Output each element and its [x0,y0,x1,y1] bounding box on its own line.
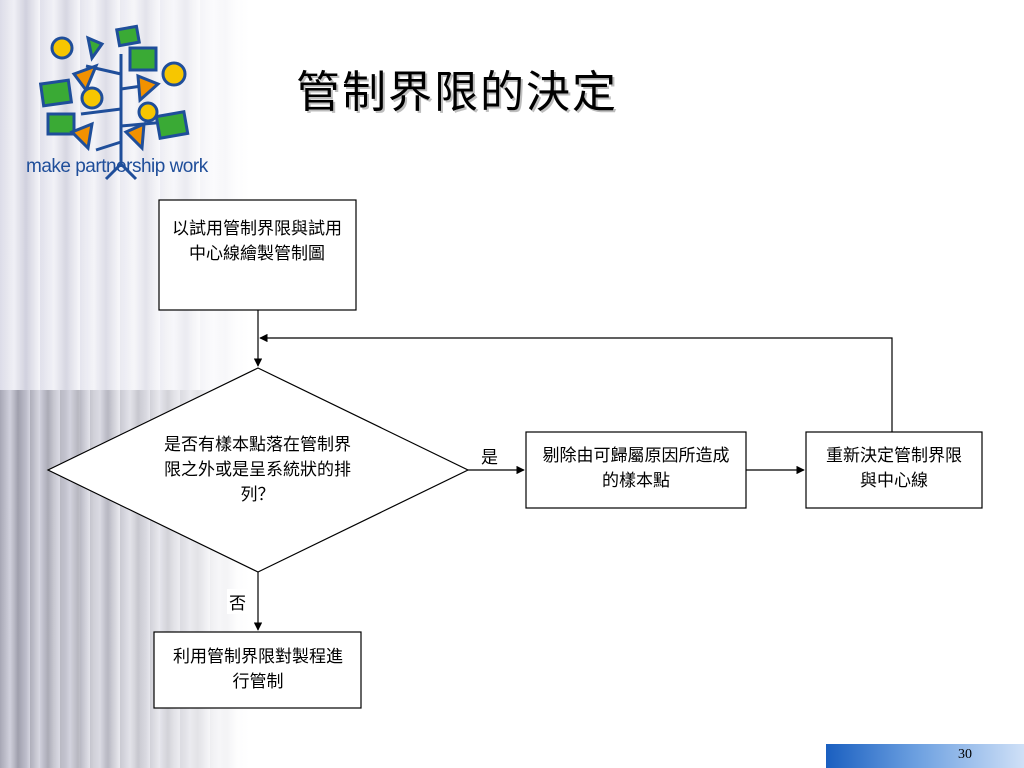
node-recompute-label: 重新決定管制界限與中心線 [826,446,962,491]
node-recompute-box [805,431,983,509]
edge-recompute-loop [259,333,893,432]
yellow-circle-icon [50,36,74,60]
page-number-bar: 30 [826,744,1024,768]
partnership-logo [38,24,190,181]
page-title: 管制界限的決定 [296,67,618,118]
node-remove-label: 剔除由可歸屬原因所造成的樣本點 [542,446,730,491]
node-control-box [153,631,362,709]
yes-label: 是 [479,443,500,468]
node-start-label: 以試用管制界限與試用中心線繪製管制圖 [172,219,342,264]
node-decision-label: 是否有樣本點落在管制界限之外或是呈系統狀的排列？ [164,435,351,505]
page-number: 30 [958,747,972,762]
logo-tagline: make partnership work [26,156,208,177]
node-start-box [158,199,357,311]
green-triangle-icon [85,35,105,62]
no-label: 否 [227,589,248,614]
node-remove-box [525,431,747,509]
node-control-label: 利用管制界限對製程進行管制 [173,647,343,692]
